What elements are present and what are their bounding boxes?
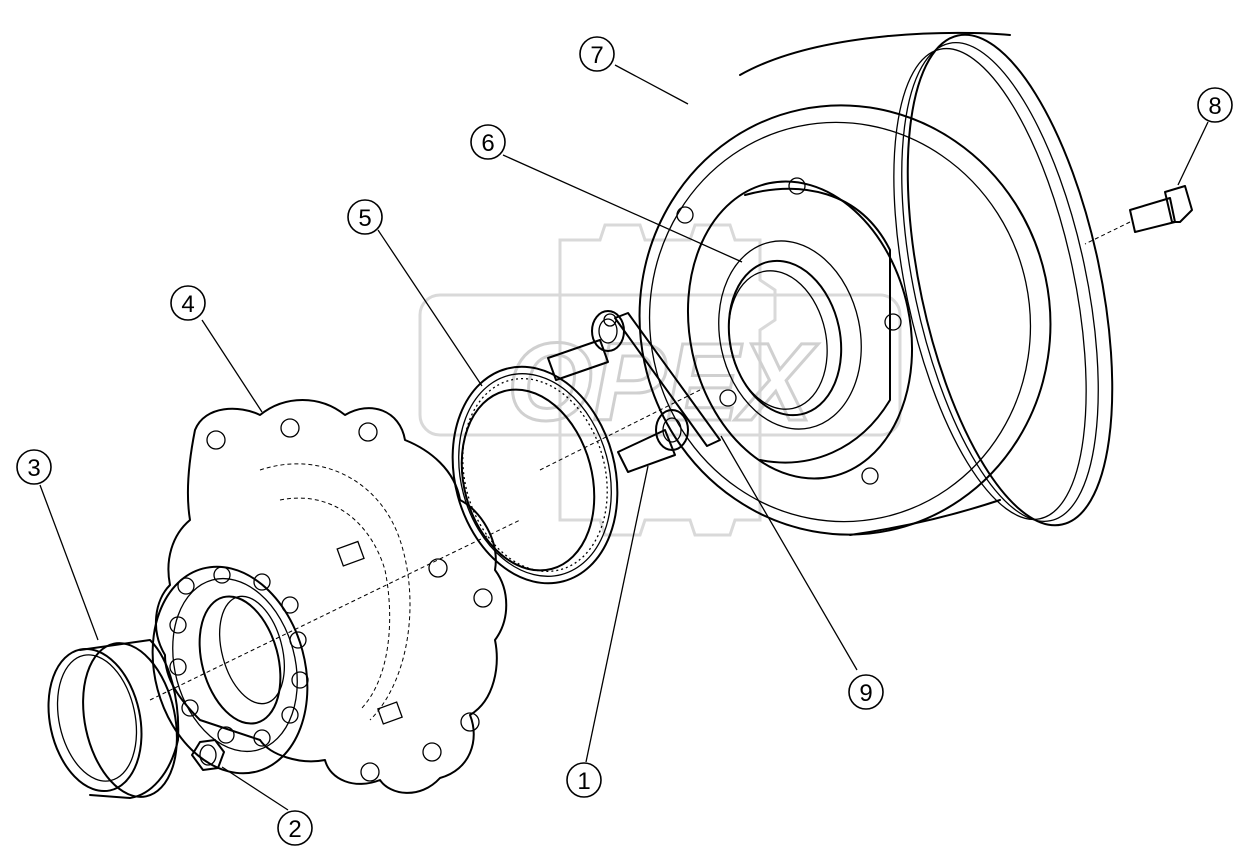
- callout-5-label: 5: [358, 205, 371, 232]
- wheel-studs: [539, 310, 721, 473]
- callout-2-label: 2: [288, 816, 301, 843]
- wheel-hub: [149, 399, 521, 794]
- brake-drum: [603, 31, 1114, 536]
- callout-7-label: 7: [590, 42, 603, 69]
- wheel-nut: [191, 739, 225, 771]
- callout-2: 2: [277, 810, 313, 846]
- callout-6-label: 6: [481, 130, 494, 157]
- callout-4-label: 4: [181, 291, 194, 318]
- callout-7: 7: [579, 36, 615, 72]
- callout-5: 5: [347, 199, 383, 235]
- callout-3: 3: [16, 449, 52, 485]
- callout-3-label: 3: [27, 455, 40, 482]
- callout-9-label: 9: [859, 680, 872, 707]
- callout-4: 4: [170, 285, 206, 321]
- callout-1-label: 1: [577, 768, 590, 795]
- callout-1: 1: [566, 762, 602, 798]
- watermark-text: OPEX: [507, 321, 818, 444]
- leader-lines: [39, 64, 1209, 811]
- watermark-logo: OPEX: [418, 223, 902, 537]
- bolt: [1084, 185, 1193, 245]
- bearing-ring: [47, 639, 180, 799]
- callout-8-label: 8: [1208, 93, 1221, 120]
- callout-8: 8: [1197, 87, 1233, 123]
- callout-9: 9: [848, 674, 884, 710]
- abs-tone-ring: [451, 365, 619, 585]
- callout-6: 6: [470, 124, 506, 160]
